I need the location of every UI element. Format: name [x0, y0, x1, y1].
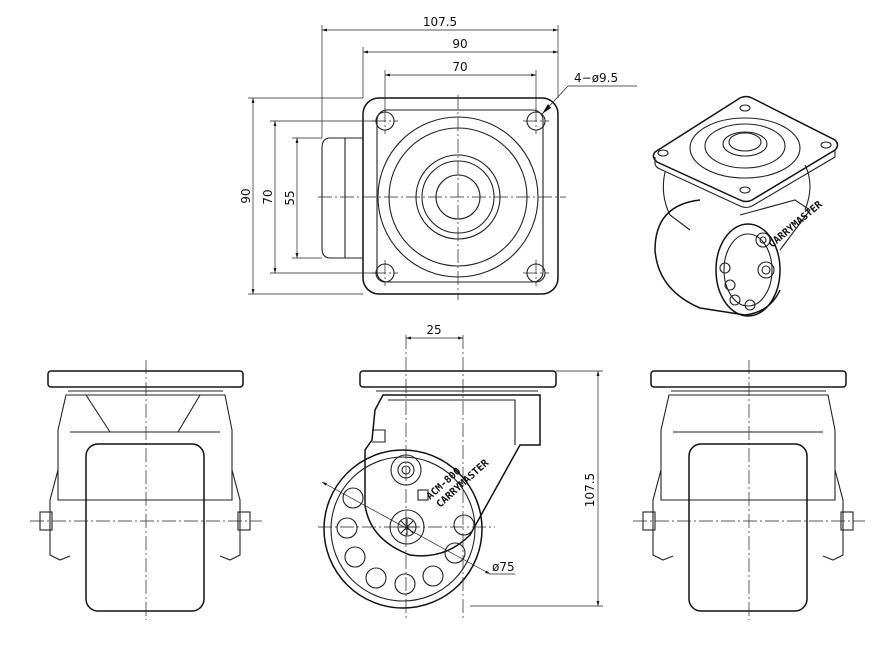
- top-view-dimensions: 107.5 90 70 4−ø9.5 90 70 55: [239, 15, 637, 295]
- top-view: [318, 95, 566, 300]
- wheel-spoke-holes: [336, 487, 475, 595]
- dim-inner-height: 55: [283, 190, 297, 205]
- dim-wheel-diameter: ø75: [492, 560, 515, 574]
- rear-view-right: [633, 360, 865, 620]
- dim-offset: 25: [426, 323, 441, 337]
- dim-overall-height: 107.5: [583, 473, 597, 507]
- dim-hole-spacing-y: 70: [261, 189, 275, 204]
- front-view-left: [30, 360, 262, 620]
- isometric-view: CARRYMASTER: [652, 95, 839, 317]
- iso-brand-label: CARRYMASTER: [767, 199, 826, 251]
- side-view-dimensions: 25 107.5 ø75: [321, 323, 603, 607]
- dim-plate-height: 90: [239, 188, 253, 203]
- dim-hole-spec: 4−ø9.5: [574, 71, 618, 85]
- dim-plate-width: 90: [452, 37, 467, 51]
- dim-hole-spacing-x: 70: [452, 60, 467, 74]
- side-view: ACM-800 CARRYMASTER: [318, 335, 557, 620]
- dim-overall-width: 107.5: [423, 15, 457, 29]
